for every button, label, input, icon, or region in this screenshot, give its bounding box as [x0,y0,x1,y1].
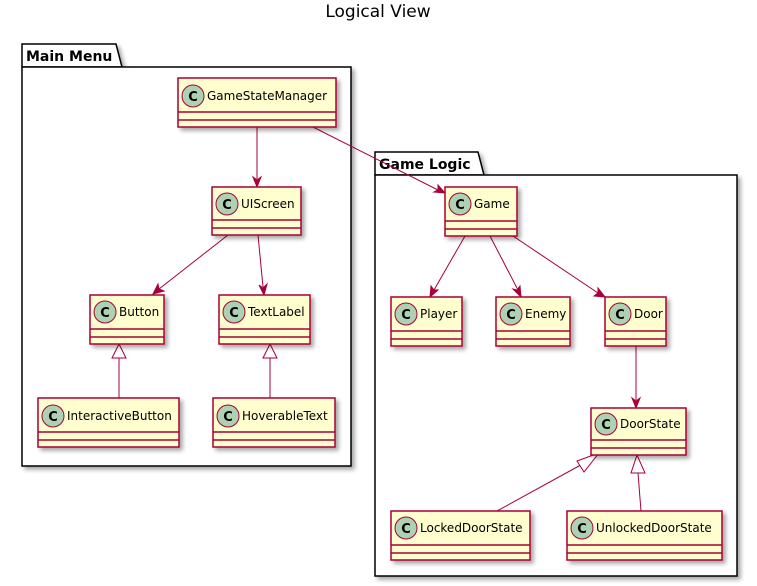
association-edge [158,234,229,290]
class-stereotype-letter: C [223,410,233,425]
class-player[interactable]: C Player [390,296,463,347]
inheritance-triangle [262,342,278,359]
class-c-icon [594,412,618,436]
class-name: InteractiveButton [67,409,172,423]
class-stereotype-letter: C [100,306,110,321]
association-edge [312,126,439,191]
class-game[interactable]: C Game [444,186,518,237]
arrow-head [592,286,607,298]
package-body [374,174,738,577]
class-c-icon [570,516,594,540]
class-name: LockedDoorState [420,521,523,535]
class-c-icon [215,192,239,216]
class-name: Player [420,307,457,321]
class-stereotype-letter: C [222,198,232,213]
association-edge [257,234,264,288]
class-name: UnlockedDoorState [596,521,712,535]
class-stereotype-letter: C [401,308,411,323]
class-stereotype-letter: C [48,410,58,425]
class-c-icon [608,302,632,326]
class-c-icon [448,192,472,216]
arrow-head [429,284,440,299]
class-c-icon [41,404,65,428]
inheritance-triangle [576,451,601,473]
class-unlocked-door-state[interactable]: C UnlockedDoorState [566,510,723,561]
class-c-icon [216,404,240,428]
class-name: GameStateManager [207,89,327,103]
class-door[interactable]: C Door [604,296,667,347]
arrow-head [511,284,522,299]
diagram-title: Logical View [325,2,430,22]
inheritance-edge [637,472,642,512]
package-game-logic [374,151,738,577]
class-door-state[interactable]: C DoorState [590,407,687,456]
class-hoverable-text[interactable]: C HoverableText [212,397,336,448]
inheritance-triangle [111,342,127,359]
class-name: Enemy [525,307,566,321]
class-ui-screen[interactable]: C UIScreen [211,186,302,236]
class-c-icon [394,302,418,326]
class-box [566,510,723,561]
class-text-label[interactable]: C TextLabel [218,294,311,345]
package-title-game-logic: Game Logic [379,157,471,173]
package-title-main-menu: Main Menu [26,49,112,65]
class-c-icon [93,300,117,324]
class-name: HoverableText [242,409,328,423]
class-game-state-manager[interactable]: C GameStateManager [177,77,337,128]
class-name: UIScreen [241,197,295,211]
class-name: DoorState [620,417,681,431]
association-edge [433,235,466,291]
arrow-head [251,175,263,189]
association-edge [512,235,599,294]
class-stereotype-letter: C [615,308,625,323]
relations [111,126,646,512]
class-c-icon [222,300,246,324]
class-c-icon [181,84,205,108]
arrow-head [432,183,447,194]
arrow-head [630,396,642,410]
class-interactive-button[interactable]: C InteractiveButton [37,397,180,448]
class-name: Door [634,307,663,321]
arrow-head [258,282,268,297]
class-name: TextLabel [247,305,305,319]
class-stereotype-letter: C [229,306,239,321]
class-stereotype-letter: C [577,522,587,537]
class-stereotype-letter: C [601,418,611,433]
class-button[interactable]: C Button [89,294,165,345]
class-stereotype-letter: C [506,308,516,323]
class-stereotype-letter: C [455,198,465,213]
class-box [177,77,337,128]
arrow-head [152,282,166,295]
class-c-icon [499,302,523,326]
class-enemy[interactable]: C Enemy [495,296,571,347]
class-stereotype-letter: C [188,90,198,105]
class-locked-door-state[interactable]: C LockedDoorState [390,510,531,561]
inheritance-edge [496,460,589,512]
class-stereotype-letter: C [401,522,411,537]
class-name: Button [119,305,159,319]
class-name: Game [474,197,510,211]
class-c-icon [394,516,418,540]
inheritance-triangle [630,453,646,474]
association-edge [489,235,519,291]
